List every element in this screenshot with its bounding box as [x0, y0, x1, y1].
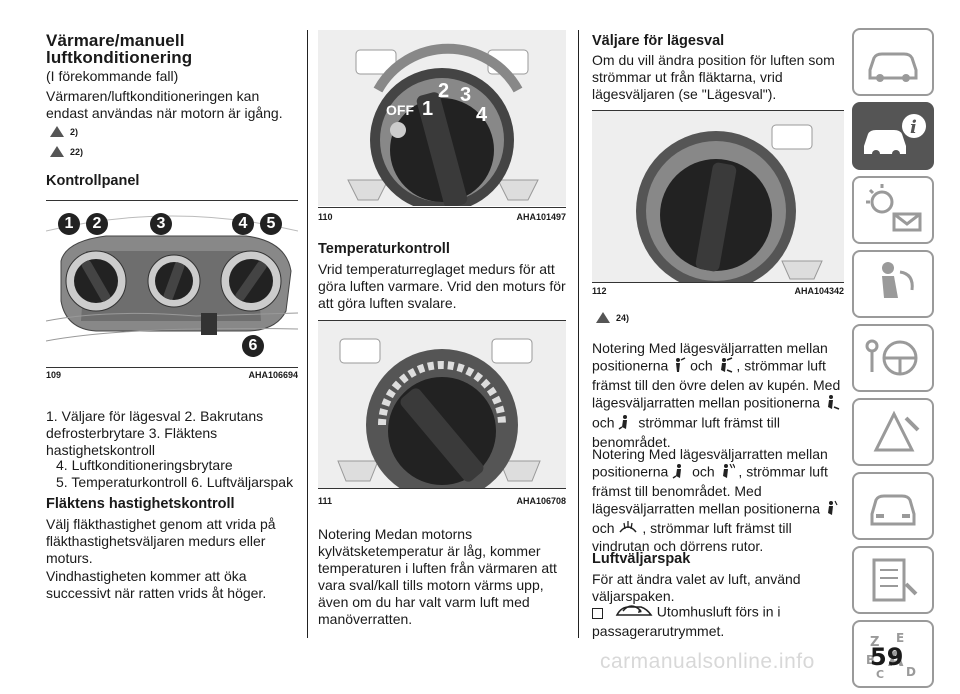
fan-text-1: Välj fläkthastighet genom att vrida på f… [46, 516, 276, 566]
bullet-square-icon [592, 607, 603, 619]
callout-4: 4 [232, 213, 254, 235]
figure-caption: 109 AHA106694 [46, 370, 298, 380]
section-heading-lever: Luftväljarspak [592, 551, 691, 567]
section-heading-temperature: Temperaturkontroll [318, 241, 450, 257]
page-number: 59 [870, 643, 904, 671]
legend-text-1: 1. Väljare för lägesval 2. Bakrutans def… [46, 408, 264, 458]
subtitle: (I förekommande fall) [46, 68, 179, 84]
figure-caption: 112 AHA104342 [592, 286, 844, 296]
figure-rule [46, 367, 298, 368]
callout-5: 5 [260, 213, 282, 235]
lever-list-item: Utomhusluft förs in i passagerarutrymmet… [592, 603, 781, 639]
steering-key-icon[interactable] [852, 324, 934, 392]
column-divider [578, 30, 579, 638]
windshield-defrost-icon [618, 520, 638, 538]
dial-label-1: 1 [422, 98, 434, 120]
airflow-feet-defrost-icon [719, 463, 736, 483]
section-heading-panel: Kontrollpanel [46, 173, 140, 189]
airflow-face-icon [672, 357, 686, 377]
svg-text:Z: Z [870, 635, 879, 650]
figure-109: 1 2 3 4 5 6 [46, 200, 298, 367]
svg-text:D: D [906, 665, 916, 679]
callout-1: 1 [58, 213, 80, 235]
svg-text:A: A [888, 647, 904, 671]
watermark-text: carmanualsonline.info [600, 650, 815, 673]
dial-label-4: 4 [476, 104, 488, 126]
note-paragraph-2: Notering Med lägesväljarratten mellan po… [592, 446, 844, 555]
warning-ref-3[interactable]: 24) [596, 312, 629, 323]
page-title: Värmare/manuell luftkonditionering [46, 31, 193, 67]
warning-triangle-icon [50, 146, 64, 157]
note-text: Notering Medan motorns kylvätsketemperat… [318, 526, 557, 627]
svg-text:B: B [866, 653, 875, 667]
figure-112 [592, 110, 844, 283]
callout-6: 6 [242, 335, 264, 357]
mode-dial-illustration [592, 111, 844, 283]
car-front-icon[interactable] [852, 472, 934, 540]
figure-110: OFF 1 2 3 4 [318, 30, 566, 206]
airbag-person-icon[interactable] [852, 250, 934, 318]
svg-text:i: i [910, 117, 917, 138]
airflow-feet-icon [672, 463, 688, 483]
figure-rule [592, 282, 844, 283]
dial-label-off: OFF [386, 102, 414, 118]
dial-label-2: 2 [438, 80, 450, 102]
figure-rule [318, 207, 566, 208]
lever-text: För att ändra valet av luft, använd välj… [592, 571, 801, 604]
warning-triangle-icon [596, 312, 610, 323]
intro-text: Värmaren/luftkonditioneringen kan endast… [46, 88, 283, 121]
warning-ref-1[interactable]: 2) [50, 126, 78, 137]
fan-text-2: Vindhastigheten kommer att öka successiv… [46, 568, 267, 601]
airflow-face-feet-icon [824, 394, 840, 414]
section-heading-fan: Fläktens hastighetskontroll [46, 496, 235, 512]
figure-caption: 111 AHA106708 [318, 496, 566, 506]
temperature-text: Vrid temperaturreglaget medurs för att g… [318, 261, 566, 311]
legend-text-2: 4. Luftkonditioneringsbrytare [56, 457, 233, 473]
dial-label-3: 3 [460, 84, 472, 106]
specs-list-icon[interactable] [852, 546, 934, 614]
temperature-dial-illustration [318, 321, 566, 489]
warning-ref-2[interactable]: 22) [50, 146, 83, 157]
callout-2: 2 [86, 213, 108, 235]
svg-text:E: E [896, 631, 904, 645]
figure-111 [318, 320, 566, 489]
figure-caption: 110 AHA101497 [318, 212, 566, 222]
fan-dial-illustration [318, 30, 566, 206]
outside-air-car-icon [615, 603, 653, 623]
car-info-icon[interactable]: i [852, 102, 934, 170]
wrench-triangle-icon[interactable] [852, 398, 934, 466]
callout-3: 3 [150, 213, 172, 235]
svg-text:C: C [876, 668, 884, 681]
note-paragraph-1: Notering Med lägesväljarratten mellan po… [592, 340, 841, 450]
airflow-face-feet-icon [717, 357, 733, 377]
column-divider [307, 30, 308, 638]
legend-text-3: 5. Temperaturkontroll 6. Luftväljarspak [56, 474, 294, 490]
car-icon[interactable] [852, 28, 934, 96]
section-heading-mode: Väljare för lägesval [592, 33, 725, 49]
figure-rule [318, 488, 566, 489]
lights-warning-icon[interactable] [852, 176, 934, 244]
airflow-feet-defrost-icon [824, 500, 840, 520]
warning-triangle-icon [50, 126, 64, 137]
airflow-feet-icon [618, 414, 634, 434]
mode-text: Om du vill ändra position för luften som… [592, 52, 835, 102]
